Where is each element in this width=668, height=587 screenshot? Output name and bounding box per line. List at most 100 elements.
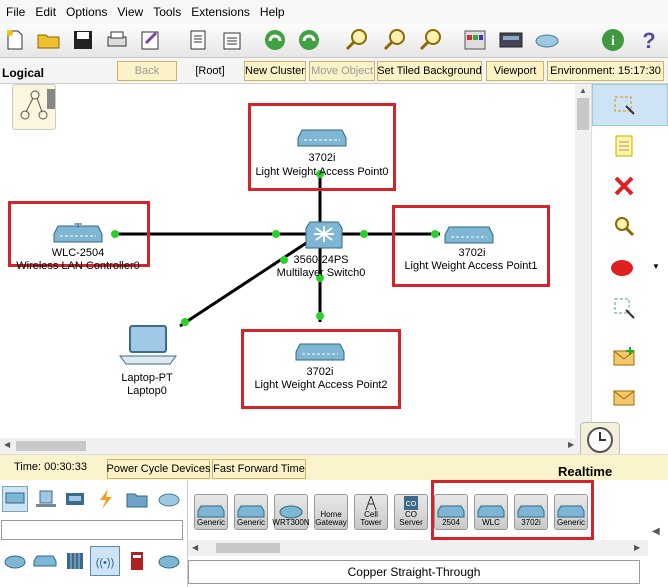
highlight-box xyxy=(241,329,401,409)
logical-view-label: Logical xyxy=(2,66,45,80)
realtime-mode-icon[interactable] xyxy=(580,422,620,458)
copy-icon[interactable] xyxy=(186,27,212,53)
device-tile-generic[interactable]: Generic xyxy=(194,494,228,530)
set-tiled-background-button[interactable]: Set Tiled Background xyxy=(377,61,482,81)
access-point-icon[interactable] xyxy=(294,341,346,366)
inspect-icon[interactable] xyxy=(604,206,644,246)
zoom-in-icon[interactable] xyxy=(344,27,370,53)
device-tile-cell-tower[interactable]: Cell Tower xyxy=(354,494,388,530)
cloud-icon[interactable] xyxy=(534,27,560,53)
components-category-icon[interactable] xyxy=(62,486,88,512)
device-tile-2504[interactable]: 2504 xyxy=(434,494,468,530)
device-tile-wrt300n[interactable]: WRT300N xyxy=(272,494,310,530)
panel-collapse-arrow-icon[interactable]: ◀ xyxy=(652,526,660,537)
delete-icon[interactable] xyxy=(604,166,644,206)
highlight-box xyxy=(248,103,396,191)
shape-dropdown-arrow-icon[interactable]: ▼ xyxy=(652,262,660,271)
save-icon[interactable] xyxy=(70,27,96,53)
redo-icon[interactable] xyxy=(296,27,322,53)
info-icon[interactable]: i xyxy=(600,27,626,53)
note-icon[interactable] xyxy=(604,126,644,166)
device-area-scrollbar[interactable]: ◀ ▶ xyxy=(188,540,648,556)
menu-file[interactable]: File xyxy=(6,5,26,19)
highlight-box xyxy=(431,480,594,540)
link-status-light xyxy=(316,312,324,320)
access-point-icon[interactable] xyxy=(296,127,348,152)
print-icon[interactable] xyxy=(104,27,130,53)
menu-help[interactable]: Help xyxy=(259,5,285,19)
ap2-model-label: 3702i xyxy=(306,366,334,378)
move-object-button[interactable]: Move Object xyxy=(309,61,375,81)
device-tile-generic[interactable]: Generic xyxy=(234,494,268,530)
switch-name-label: Multilayer Switch0 xyxy=(276,267,366,279)
scroll-up-arrow-icon[interactable]: ▲ xyxy=(579,86,587,95)
menu-bar: File Edit Options View Tools Extensions … xyxy=(0,0,668,24)
highlight-box xyxy=(392,205,550,287)
menu-options[interactable]: Options xyxy=(66,5,108,19)
undo-icon[interactable] xyxy=(262,27,288,53)
main-toolbar: i ? xyxy=(0,24,668,58)
multiuser-category-icon[interactable] xyxy=(156,486,182,512)
multilayer-switch-icon[interactable] xyxy=(304,216,344,255)
scroll-thumb[interactable] xyxy=(577,98,589,130)
activity-wizard-icon[interactable] xyxy=(138,27,164,53)
environment-button[interactable]: Environment: 15:17:30 xyxy=(547,61,664,81)
access-point-icon[interactable] xyxy=(443,224,495,249)
navigation-bar: Back [Root] New Cluster Move Object Set … xyxy=(0,58,668,84)
menu-edit[interactable]: Edit xyxy=(35,5,57,19)
wan-emulation-category-icon[interactable] xyxy=(156,548,182,574)
palette-icon[interactable] xyxy=(462,27,488,53)
help-icon[interactable]: ? xyxy=(636,27,662,53)
select-icon[interactable] xyxy=(604,86,644,126)
open-folder-icon[interactable] xyxy=(36,27,62,53)
hubs-category-icon[interactable] xyxy=(62,548,88,574)
scroll-thumb[interactable] xyxy=(16,441,86,451)
laptop-icon[interactable] xyxy=(118,324,178,371)
network-devices-category-icon[interactable] xyxy=(2,486,28,512)
scroll-thumb[interactable] xyxy=(216,543,280,553)
miscellaneous-category-icon[interactable] xyxy=(124,486,150,512)
new-cluster-button[interactable]: New Cluster xyxy=(244,61,306,81)
scroll-right-arrow-icon[interactable]: ▶ xyxy=(634,543,641,552)
scroll-left-arrow-icon[interactable]: ◀ xyxy=(4,440,11,449)
ap0-model-label: 3702i xyxy=(308,152,336,164)
paste-icon[interactable] xyxy=(220,27,246,53)
power-cycle-devices-button[interactable]: Power Cycle Devices xyxy=(107,459,210,479)
device-tile-wlc[interactable]: WLC xyxy=(474,494,508,530)
security-category-icon[interactable] xyxy=(124,548,150,574)
wireless-devices-category-icon[interactable]: ((•)) xyxy=(90,546,120,576)
switch-model-label: 3560-24PS xyxy=(293,254,349,266)
ap2-name-label: Light Weight Access Point2 xyxy=(254,379,388,391)
viewport-button[interactable]: Viewport xyxy=(486,61,544,81)
device-tile-generic[interactable]: Generic xyxy=(554,494,588,530)
wlc-icon[interactable] xyxy=(52,222,104,247)
resize-shape-icon[interactable] xyxy=(604,288,644,328)
wlc-name-label: Wireless LAN Controller0 xyxy=(16,260,140,272)
connections-category-icon[interactable] xyxy=(92,486,118,512)
add-simple-pdu-icon[interactable] xyxy=(604,336,644,376)
logical-view-icon[interactable] xyxy=(12,84,56,130)
add-complex-pdu-icon[interactable] xyxy=(604,376,644,416)
routers-category-icon[interactable] xyxy=(2,548,28,574)
workspace-vertical-scrollbar[interactable]: ▲ xyxy=(575,84,591,438)
new-file-icon[interactable] xyxy=(2,27,28,53)
device-type-field[interactable] xyxy=(1,520,183,540)
draw-ellipse-icon[interactable] xyxy=(604,248,644,288)
device-tile-3702i[interactable]: 3702i xyxy=(514,494,548,530)
custom-device-icon[interactable] xyxy=(498,27,524,53)
menu-view[interactable]: View xyxy=(117,5,144,19)
zoom-reset-icon[interactable] xyxy=(382,27,408,53)
device-tile-home-gateway[interactable]: Home Gateway xyxy=(314,494,348,530)
menu-tools[interactable]: Tools xyxy=(153,5,182,19)
fast-forward-time-button[interactable]: Fast Forward Time xyxy=(212,459,306,479)
menu-extensions[interactable]: Extensions xyxy=(191,5,250,19)
scroll-right-arrow-icon[interactable]: ▶ xyxy=(568,440,575,449)
back-button[interactable]: Back xyxy=(117,61,177,81)
workspace-horizontal-scrollbar[interactable]: ◀ ▶ xyxy=(0,438,591,454)
scroll-left-arrow-icon[interactable]: ◀ xyxy=(192,543,199,552)
logical-workspace[interactable] xyxy=(0,84,575,438)
zoom-out-icon[interactable] xyxy=(418,27,444,53)
end-devices-category-icon[interactable] xyxy=(32,486,58,512)
switches-category-icon[interactable] xyxy=(32,548,58,574)
